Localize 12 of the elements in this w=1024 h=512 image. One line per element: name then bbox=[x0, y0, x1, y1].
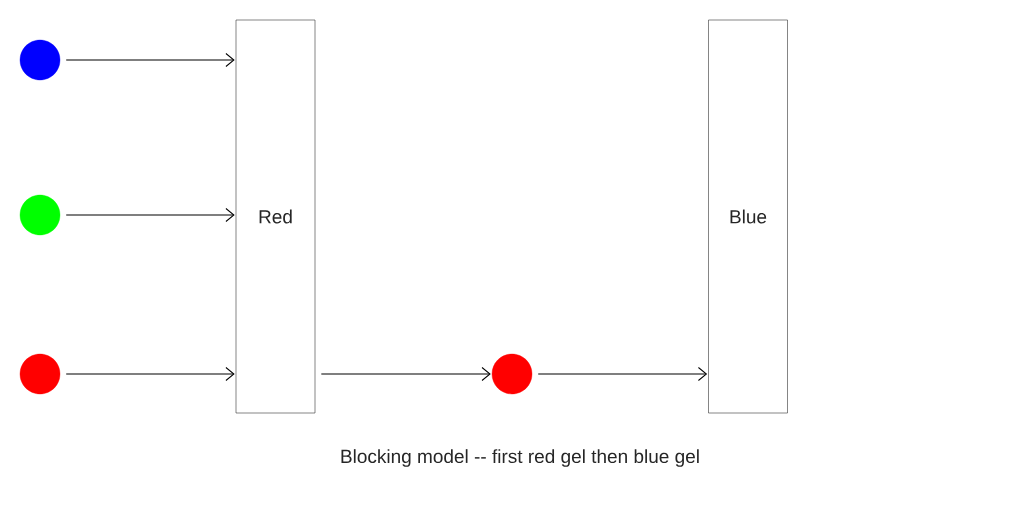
arrow bbox=[65, 367, 235, 381]
light-circle bbox=[19, 39, 61, 81]
arrow bbox=[537, 367, 707, 381]
gel-box: Red bbox=[235, 19, 316, 414]
gel-box: Blue bbox=[708, 19, 788, 414]
light-circle bbox=[19, 194, 61, 236]
light-circle bbox=[19, 353, 61, 395]
arrow bbox=[65, 208, 235, 222]
arrow bbox=[320, 367, 491, 381]
arrow bbox=[65, 53, 235, 67]
caption: Blocking model -- first red gel then blue gel bbox=[341, 449, 699, 467]
light-circle bbox=[491, 353, 533, 395]
